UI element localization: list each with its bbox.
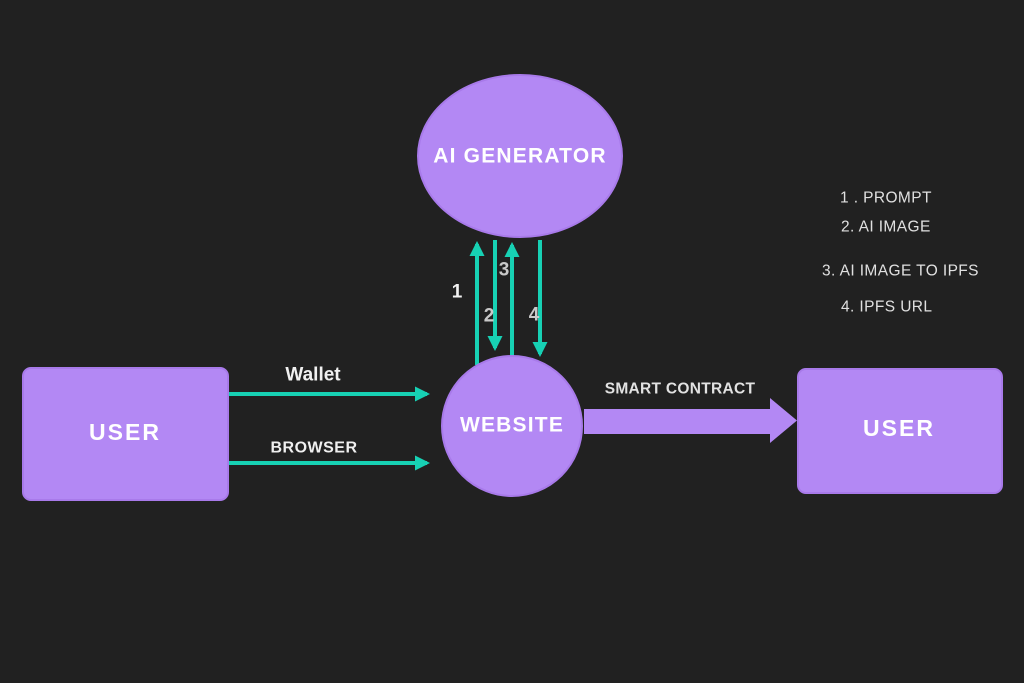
step2-number: 2 [484,306,495,327]
legend-item-4: 4. IPFS URL [841,299,932,316]
wallet-label: Wallet [285,365,341,386]
website-label: WEBSITE [460,414,564,437]
user-left-node [22,367,229,501]
smart-contract-label: SMART CONTRACT [605,381,756,398]
ai-generator-label: AI GENERATOR [433,145,606,168]
step3-number: 3 [499,260,510,281]
step1-number: 1 [452,282,463,303]
website-node [441,355,583,497]
step4-number: 4 [529,305,540,326]
browser-label: BROWSER [270,440,357,457]
legend-item-1: 1 . PROMPT [840,190,932,207]
user-left-label: USER [89,419,161,445]
legend: 1 . PROMPT 2. AI IMAGE 3. AI IMAGE TO IP… [822,190,979,316]
ai-generator-node [417,74,623,238]
user-right-label: USER [863,415,935,441]
user-right-node [797,368,1003,494]
legend-item-2: 2. AI IMAGE [841,219,931,236]
smart-contract-arrow [584,398,797,443]
legend-item-3: 3. AI IMAGE TO IPFS [822,263,979,280]
